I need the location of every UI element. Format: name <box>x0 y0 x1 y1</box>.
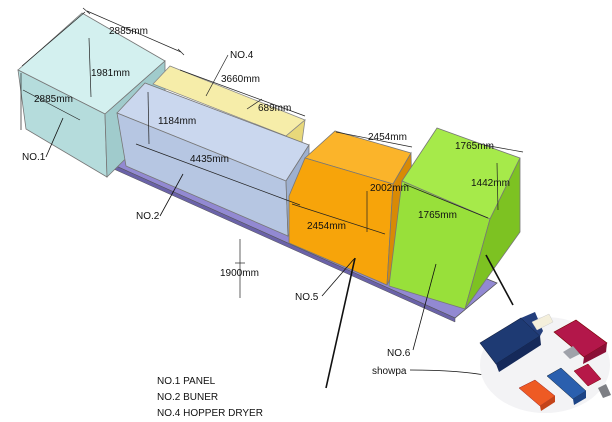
callout-no1: NO.1 <box>22 152 46 163</box>
dim-no2-length: 4435mm <box>190 154 229 165</box>
dimension-lines <box>20 7 524 298</box>
dim-no5-length: 2454mm <box>368 132 407 143</box>
dim-no4-width: 689mm <box>258 103 291 114</box>
callout-no2: NO.2 <box>136 211 160 222</box>
dim-no6-top: 1765mm <box>455 141 494 152</box>
legend-item-no1: NO.1 PANEL <box>157 376 216 387</box>
dim-no6-height: 1442mm <box>471 178 510 189</box>
dim-no1-length: 2885mm <box>109 26 148 37</box>
callout-showpa: showpa <box>372 366 407 377</box>
showpa-sofa-illustration <box>479 312 611 413</box>
legend-item-no4: NO.4 HOPPER DRYER <box>157 408 263 419</box>
dim-no4-length: 3660mm <box>221 74 260 85</box>
dim-no2-height: 1184mm <box>158 116 196 127</box>
dim-no2-depth: 1900mm <box>220 268 259 279</box>
legend: NO.1 PANEL NO.2 BUNER NO.4 HOPPER DRYER <box>157 374 263 422</box>
dim-no6-width: 1765mm <box>418 210 457 221</box>
dim-no1-width: 2885mm <box>34 94 73 105</box>
callout-lines <box>45 117 514 389</box>
callout-no6: NO.6 <box>387 348 411 359</box>
dim-no5-width: 2454mm <box>307 221 346 232</box>
box-no6 <box>388 127 521 310</box>
dim-no4-label: NO.4 <box>230 50 254 61</box>
callout-no5: NO.5 <box>295 292 319 303</box>
legend-item-no2: NO.2 BUNER <box>157 392 219 403</box>
dim-no5-height: 2002mm <box>370 183 409 194</box>
dim-no1-height: 1981mm <box>91 68 130 79</box>
